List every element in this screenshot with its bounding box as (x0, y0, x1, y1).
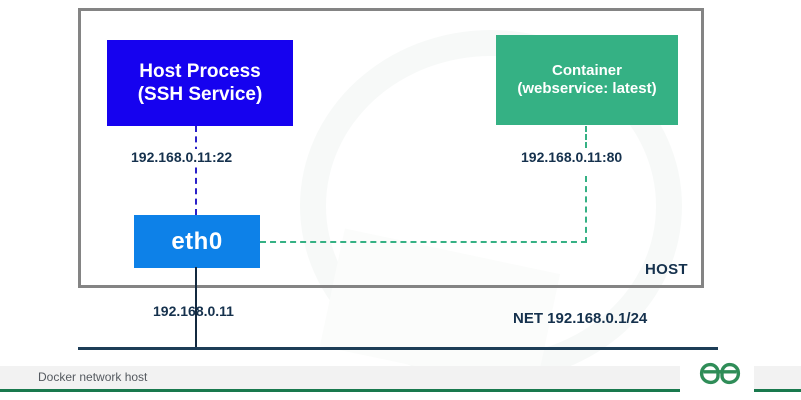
node-eth0-label: eth0 (171, 227, 223, 255)
network-bus-line (78, 347, 718, 350)
host-boundary-frame (78, 8, 704, 288)
host-boundary-label: HOST (645, 261, 688, 278)
label-web-endpoint: 192.168.0.11:80 (518, 149, 626, 165)
node-eth0: eth0 (134, 215, 260, 268)
connector-eth0-to-network (195, 267, 197, 349)
connector-container-to-eth0-upper (585, 126, 587, 156)
geeksforgeeks-logo (699, 362, 741, 385)
node-host-process: Host Process (SSH Service) (107, 40, 293, 126)
label-ssh-endpoint: 192.168.0.11:22 (128, 149, 236, 165)
node-host-process-line1: Host Process (139, 60, 261, 82)
node-host-process-line2: (SSH Service) (137, 84, 263, 105)
footer-caption: Docker network host (38, 370, 148, 384)
connector-container-to-eth0-horizontal (260, 241, 587, 243)
node-container-line1: Container (551, 61, 622, 79)
footer-accent-rule (0, 389, 801, 392)
label-network: NET 192.168.0.1/24 (513, 310, 648, 327)
connector-host-process-to-eth0 (195, 126, 197, 215)
footer-bar (0, 366, 801, 390)
connector-container-to-eth0-lower (585, 176, 587, 243)
node-container-line2: (webservice: latest) (517, 80, 657, 97)
label-eth0-ip: 192.168.0.11 (153, 303, 234, 319)
node-container: Container (webservice: latest) (496, 35, 678, 125)
